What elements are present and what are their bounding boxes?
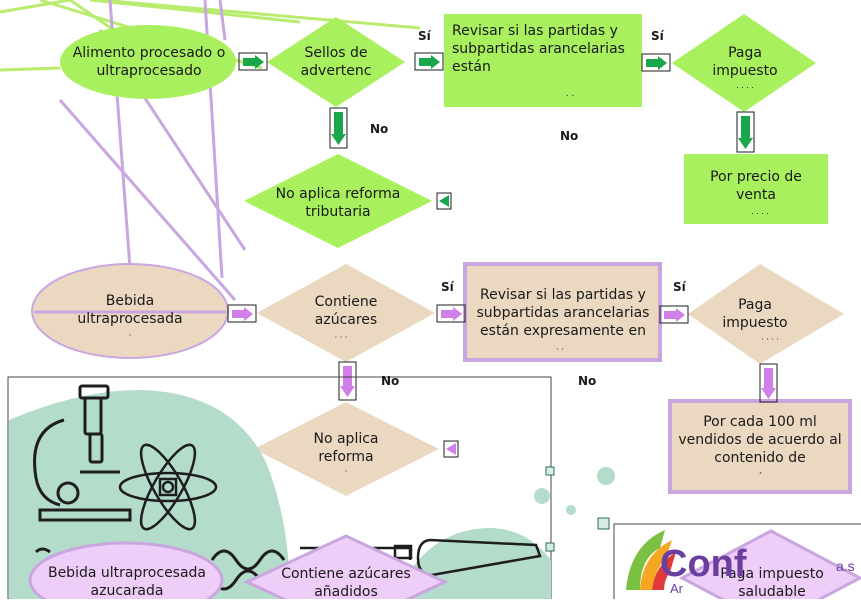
decision-pay-tax-tan[interactable]	[688, 264, 844, 364]
result-no-reform-tan[interactable]	[254, 402, 439, 496]
result-per-100ml[interactable]	[668, 399, 852, 494]
start-beverage-fragment: ·	[128, 331, 132, 340]
bottom-beverage-label: Bebida ultraprocesada azucarada	[47, 565, 207, 599]
no-reform-green-label: No aplica reforma tributaria	[275, 186, 401, 220]
seals-label: Sellos de advertenc	[300, 45, 372, 79]
per-100ml-fragment: ´	[757, 472, 763, 483]
decision-seals[interactable]	[267, 17, 405, 107]
green-arrows	[238, 52, 755, 210]
pay-tax-tan-label: Paga impuesto	[722, 297, 788, 331]
microscope-icon	[33, 384, 132, 522]
start-ellipse-food[interactable]	[60, 25, 236, 99]
bottom-sugar-diamond[interactable]	[243, 534, 449, 599]
decision-pay-tax-green[interactable]	[672, 14, 816, 112]
pay-tax-green-fragment: . . . .	[736, 81, 754, 90]
bottom-tax-diamond[interactable]	[678, 529, 861, 599]
result-price-box[interactable]	[684, 154, 828, 224]
contains-sugar-label: Contiene azúcares	[314, 294, 378, 328]
tariff-green-label: Revisar si las partidas y subpartidas ar…	[452, 23, 625, 75]
pay-tax-tan-fragment: · · · ·	[761, 335, 779, 344]
atom-icon	[118, 443, 218, 531]
price-fragment: . . . .	[751, 207, 769, 216]
pay-tax-green-label: Paga impuesto	[712, 45, 778, 79]
logo-suffix: a.s	[836, 558, 855, 574]
result-no-reform-green[interactable]	[244, 154, 432, 248]
edge-label-no: No	[578, 374, 597, 388]
logo-text: Conf	[660, 543, 747, 585]
tariff-green-fragment: . .	[565, 89, 575, 99]
edge-label-no: No	[381, 374, 400, 388]
start-food-label: Alimento procesado o ultraprocesado	[72, 45, 226, 79]
edge-label-yes: Sí	[673, 280, 686, 294]
per-100ml-label: Por cada 100 ml vendidos de acuerdo al c…	[678, 414, 842, 466]
purple-arrows	[227, 304, 778, 458]
bottom-tax-label: Paga impuesto saludable	[720, 566, 824, 599]
edge-label-yes: Sí	[418, 29, 431, 43]
tariff-tan-fragment: · ·	[556, 345, 564, 354]
edge-label-yes: Sí	[651, 29, 664, 43]
price-label: Por precio de venta	[710, 169, 802, 203]
edge-label-yes: Sí	[441, 280, 454, 294]
decorative-dots	[534, 467, 615, 530]
tariff-tan-label: Revisar si las partidas y subpartidas ar…	[476, 287, 650, 339]
decision-contains-sugar[interactable]	[257, 264, 435, 362]
process-tariff-green[interactable]	[444, 14, 642, 107]
process-tariff-tan[interactable]	[463, 262, 662, 362]
edge-label-no: No	[560, 129, 579, 143]
no-reform-tan-fragment: ·	[344, 467, 348, 476]
edge-label-no: No	[370, 122, 389, 136]
start-beverage-label: Bebida ultraprocesada	[77, 293, 183, 327]
bottom-sugar-label: Contiene azúcares añadidos	[281, 566, 411, 600]
no-reform-tan-label: No aplica reforma	[313, 431, 379, 465]
logo-subtext: Ar	[670, 581, 683, 596]
contains-sugar-fragment: · · ·	[334, 333, 348, 342]
bottom-beverage-ellipse[interactable]	[28, 541, 224, 599]
